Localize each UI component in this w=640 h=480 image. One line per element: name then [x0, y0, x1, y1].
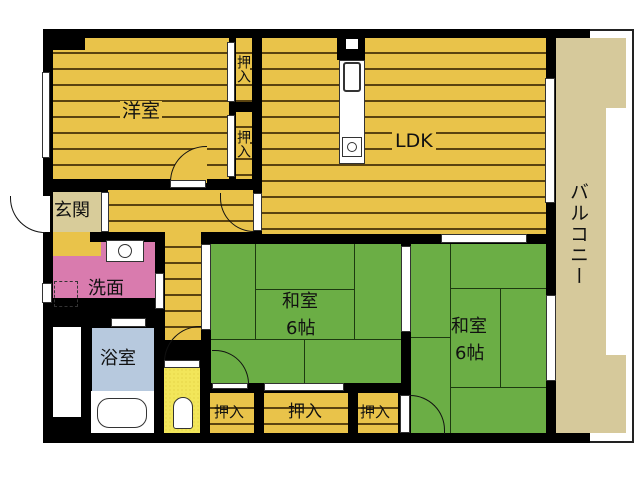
washroom-label: 洗面 [88, 278, 124, 299]
washroom-window [42, 283, 52, 303]
japanese-room-2-window-right [546, 295, 556, 381]
tatami-line [255, 244, 256, 339]
washbasin-icon [118, 244, 132, 258]
closet-door-frame [212, 383, 248, 389]
closet-door-2 [227, 115, 235, 177]
japanese-room-2-door-frame [400, 395, 410, 433]
kitchen-stove-icon [342, 137, 362, 157]
tatami-line [450, 288, 546, 289]
closet-4 [264, 393, 348, 433]
western-room-door-frame [170, 180, 206, 188]
tatami-line [255, 289, 354, 290]
bathroom-label: 浴室 [100, 348, 136, 369]
entrance-label: 玄関 [54, 200, 90, 221]
entrance [53, 192, 101, 232]
tatami-line [354, 244, 355, 339]
balcony-ext-top [596, 38, 626, 108]
kitchen-sink-icon [343, 62, 361, 92]
japanese-room-2-size: 6帖 [455, 343, 485, 364]
western-room-corner [53, 38, 85, 50]
washroom-notch [53, 242, 101, 256]
ldk-vent [346, 39, 358, 49]
ldk-door-frame [253, 193, 262, 231]
tatami-line [211, 339, 401, 340]
washroom-door[interactable] [155, 273, 164, 309]
closet-5-label: 押入 [360, 403, 391, 421]
japanese-room-2-window-top [441, 234, 527, 243]
ldk-window [545, 78, 555, 203]
closet-3 [210, 393, 254, 433]
japanese-room-2-window-left [401, 246, 411, 332]
closet-slide-door [264, 383, 344, 391]
closet-door-1 [227, 42, 235, 102]
bathroom-door[interactable] [111, 318, 146, 327]
closet-2-label: 押入 [235, 130, 251, 158]
japanese-room-1 [211, 244, 401, 383]
storage-strip [53, 327, 81, 417]
western-room-window [42, 72, 50, 158]
japanese-room-2 [411, 244, 546, 433]
western-room-label: 洋室 [120, 100, 163, 122]
closet-5 [358, 393, 398, 433]
closet-4-label: 押入 [288, 402, 322, 422]
toilet-icon [173, 397, 193, 429]
entrance-door[interactable] [10, 196, 45, 233]
ldk-room [262, 38, 546, 234]
closet-1-label: 押入 [235, 55, 251, 83]
ldk-pillar [337, 38, 365, 60]
washbasin[interactable] [106, 240, 144, 262]
japanese-room-2-label: 和室 [451, 316, 487, 337]
toilet-door-frame [164, 360, 200, 368]
tatami-line [450, 244, 451, 433]
japanese-room-1-window [201, 244, 211, 330]
bathroom [92, 328, 154, 391]
bathtub-icon [97, 398, 147, 428]
hallway-vertical [165, 232, 201, 340]
japanese-room-1-size: 6帖 [286, 318, 316, 339]
japanese-room-1-label: 和室 [282, 291, 318, 312]
tatami-line [450, 387, 546, 388]
balcony-label: バルコニー [567, 182, 589, 287]
tatami-line [411, 337, 450, 338]
balcony-bottom [556, 400, 606, 433]
entrance-door-frame [42, 196, 50, 232]
closet-3-label: 押入 [214, 403, 245, 421]
washing-machine-space [54, 281, 78, 307]
tatami-line [500, 288, 501, 387]
ldk-label: LDK [392, 131, 436, 152]
tatami-line [304, 339, 305, 383]
entrance-step [101, 192, 109, 232]
